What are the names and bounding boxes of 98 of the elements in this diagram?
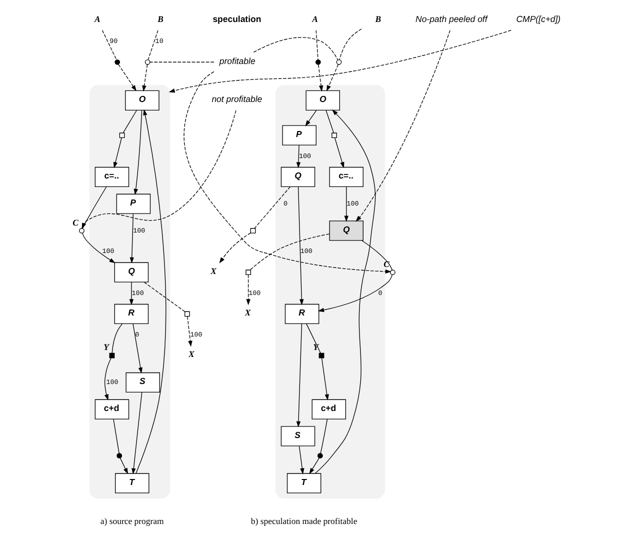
node-text: A (312, 14, 318, 24)
node-square (250, 228, 256, 234)
node-circle (144, 59, 150, 65)
connector (250, 234, 330, 270)
node-text: B (375, 14, 382, 24)
arrow (113, 137, 122, 168)
node-square (246, 270, 251, 276)
label: a) source program (100, 516, 164, 526)
connector (306, 323, 321, 354)
connector (113, 418, 120, 454)
node-dot (315, 59, 321, 65)
node-box: P (282, 125, 316, 146)
arrow (356, 30, 450, 222)
node-circle (79, 228, 84, 234)
node-circle (390, 270, 396, 276)
arrow (305, 110, 317, 126)
arrow (120, 458, 128, 474)
node-square (119, 132, 125, 138)
node-square (184, 311, 190, 317)
node-block (318, 352, 324, 358)
node-box: c=.. (94, 166, 130, 188)
node-box: P (116, 194, 151, 214)
arrow (314, 110, 376, 474)
node-text: X (188, 349, 194, 360)
arrow (334, 137, 344, 168)
connector (112, 324, 123, 354)
arrow (82, 110, 236, 230)
connector (326, 110, 334, 134)
node-label: Y (104, 342, 109, 352)
arrow (298, 186, 304, 306)
label: speculation (212, 14, 262, 24)
node-box: c+d (312, 399, 346, 420)
arrow (309, 458, 320, 474)
arrow (168, 30, 512, 93)
arrow (136, 109, 166, 474)
arrow (321, 358, 329, 400)
arrow (132, 392, 142, 474)
node-box: O (306, 90, 340, 110)
node-box: S (280, 426, 316, 446)
connector (102, 30, 117, 60)
arrow (134, 110, 142, 195)
node-text: No-path peeled off (416, 14, 488, 24)
node-box: Q (280, 166, 316, 188)
arrow (298, 446, 304, 474)
node-label: C (72, 217, 79, 228)
arrow (318, 64, 324, 92)
arrow (184, 71, 392, 274)
connector (82, 186, 107, 229)
connector (316, 30, 318, 60)
arrow (246, 274, 250, 306)
node-box: Q (329, 220, 364, 241)
arrow (296, 144, 301, 168)
arrow (104, 358, 112, 400)
node-box: S (126, 372, 160, 393)
node-box: c=.. (329, 166, 364, 188)
arrow (142, 64, 148, 92)
node-label: Y (313, 342, 318, 352)
arrow (344, 186, 348, 222)
node-text: profitable (219, 56, 256, 66)
node-text: not profitable (212, 94, 262, 104)
arrow (130, 214, 134, 264)
connector (361, 240, 392, 270)
node-text: B (158, 14, 164, 24)
connector (253, 37, 338, 60)
node-box: O (125, 90, 160, 110)
node-dot (116, 453, 122, 458)
node-box: T (286, 473, 322, 494)
node-dot (317, 453, 323, 458)
connector (144, 282, 186, 312)
node-box: Q (114, 262, 149, 282)
arrow (132, 324, 143, 374)
arrow (187, 316, 192, 347)
arrow (296, 323, 302, 428)
connector (339, 28, 362, 60)
arrow (318, 274, 393, 312)
node-box: R (114, 304, 149, 324)
connector (254, 186, 290, 229)
node-text: CMP([c+d]) (516, 14, 561, 24)
arrow (129, 282, 134, 306)
arrow (219, 232, 251, 264)
node-text: X (210, 266, 217, 276)
connector (122, 110, 138, 134)
node-block (109, 352, 115, 358)
arrow (326, 64, 339, 92)
node-square (332, 132, 337, 138)
arrow (118, 64, 136, 92)
node-text: X (244, 308, 251, 318)
node-circle (336, 59, 342, 65)
arrow (82, 232, 116, 264)
node-text: A (94, 14, 100, 24)
node-box: c+d (94, 399, 130, 420)
label: b) speculation made profitable (250, 516, 358, 526)
node-box: T (115, 473, 150, 494)
node-box: R (284, 304, 320, 324)
node-label: C (384, 258, 390, 269)
connector (320, 418, 328, 454)
connector (148, 30, 158, 60)
node-dot (114, 59, 120, 65)
